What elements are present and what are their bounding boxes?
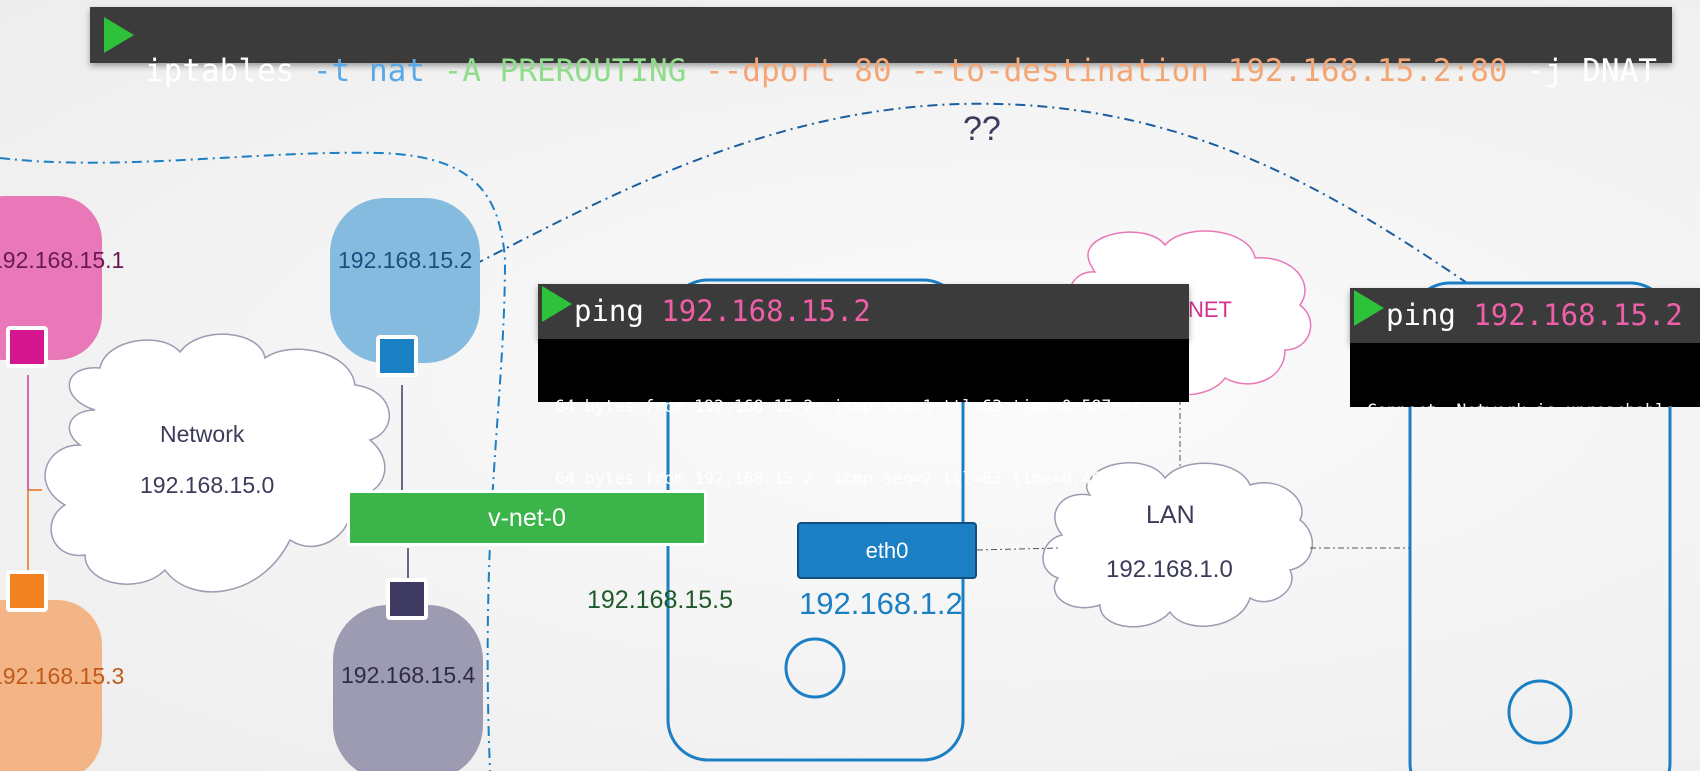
network-cloud-subnet: 192.168.15.0 <box>140 472 275 498</box>
blue-port <box>376 335 418 377</box>
cmd-flag-a: -A <box>443 53 481 89</box>
cmd-table: nat <box>368 53 425 89</box>
run-icon <box>104 17 134 53</box>
cmd-iptables: iptables <box>145 53 295 89</box>
unknown-route-label: ?? <box>963 110 1001 148</box>
lan-title: LAN <box>1146 501 1195 529</box>
node-orange-ip: 192.168.15.3 <box>0 663 125 689</box>
internet-label: NET <box>1188 297 1232 322</box>
ping-right-line-1: Connect: Network is unreachable <box>1367 399 1700 407</box>
bridge-ip: 192.168.15.5 <box>587 586 733 614</box>
cmd-dest: 192.168.15.2:80 <box>1227 53 1508 89</box>
ping-left-target: 192.168.15.2 <box>661 294 871 328</box>
run-icon <box>1354 290 1384 326</box>
node-gray-ip: 192.168.15.4 <box>341 662 476 688</box>
cmd-dport: 80 <box>854 53 892 89</box>
lan-subnet: 192.168.1.0 <box>1106 556 1233 583</box>
orange-port <box>6 570 48 612</box>
bridge-label: v-net-0 <box>488 503 566 532</box>
ping-right-cmd: ping <box>1386 298 1456 332</box>
host-ip: 192.168.1.2 <box>799 586 963 621</box>
ping-left-command: ping 192.168.15.2 <box>574 294 871 328</box>
ping-left-line-2: 64 bytes from 192.168.15.2: icmp_seq=2 t… <box>555 469 1142 488</box>
node-blue <box>330 198 480 363</box>
node-gray <box>333 605 483 771</box>
node-pink <box>0 196 102 360</box>
cmd-flag-t: -t <box>312 53 351 89</box>
remote-host-port-circle <box>1507 679 1573 745</box>
ping-left-line-1: 64 bytes from 192.168.15.2: icmp_seq=1 t… <box>555 397 1142 416</box>
pink-port <box>6 326 48 368</box>
network-cloud <box>44 333 390 593</box>
remote-host-box <box>1408 281 1672 771</box>
ping-left-output: 64 bytes from 192.168.15.2: icmp_seq=1 t… <box>538 339 1189 488</box>
node-pink-ip: 192.168.15.1 <box>0 247 125 273</box>
unknown-route-arc <box>434 102 1471 286</box>
ping-terminal-left: ping 192.168.15.2 <box>538 284 1189 339</box>
iptables-command-bar: iptables -t nat -A PREROUTING --dport 80… <box>90 7 1672 89</box>
cmd-dport-flag: --dport <box>704 53 836 89</box>
command-text: iptables -t nat -A PREROUTING --dport 80… <box>145 17 1657 89</box>
lan-cloud <box>1042 462 1314 628</box>
ping-right-target: 192.168.15.2 <box>1473 298 1683 332</box>
node-orange <box>0 600 102 771</box>
cmd-chain: PREROUTING <box>499 53 687 89</box>
run-icon <box>542 286 572 322</box>
host-port-circle <box>784 637 846 699</box>
node-blue-ip: 192.168.15.2 <box>338 247 473 273</box>
cmd-target: DNAT <box>1582 53 1657 89</box>
cmd-dest-flag: --to-destination <box>910 53 1209 89</box>
bridge-v-net-0: v-net-0 <box>347 490 707 546</box>
ping-right-output: Connect: Network is unreachable <box>1350 343 1700 407</box>
ping-right-command: ping 192.168.15.2 <box>1386 298 1683 332</box>
eth0-interface: eth0 <box>797 522 977 579</box>
gray-port <box>386 578 428 620</box>
ping-terminal-right: ping 192.168.15.2 <box>1350 288 1700 343</box>
cmd-jump-flag: -j <box>1526 53 1564 89</box>
ping-left-cmd: ping <box>574 294 644 328</box>
network-cloud-title: Network <box>160 421 245 447</box>
eth0-label: eth0 <box>865 537 909 563</box>
